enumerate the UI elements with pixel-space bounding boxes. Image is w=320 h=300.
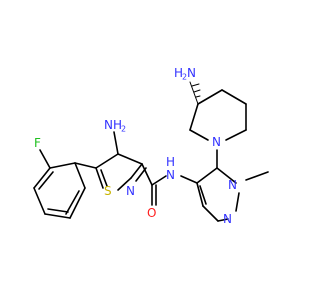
thiazole-n-label: N [126, 184, 135, 198]
amine-label-n: N [187, 66, 196, 80]
amide-n-label: N [166, 168, 175, 182]
carbonyl-o-label: O [147, 206, 156, 220]
pyrazole-n2-label: N [223, 212, 232, 226]
structure-svg: H 2 N N N N N H O S N NH 2 F [33, 66, 269, 226]
pyrazole-n1-label: N [228, 178, 237, 192]
thiazole-s-label: S [104, 184, 112, 198]
atom-labels: H 2 N N N N N H O S N NH 2 F [34, 66, 237, 226]
side-amine-label: NH [104, 118, 122, 132]
fluorine-label: F [34, 136, 41, 150]
amine-label-h: H [174, 66, 183, 80]
molecule-drawing: H 2 N N N N N H O S N NH 2 F [33, 66, 269, 226]
bonds [33, 81, 269, 222]
side-amine-sub: 2 [121, 125, 126, 134]
amide-h-label: H [166, 155, 175, 169]
amine-label-sub: 2 [182, 73, 187, 82]
piperidine-n-label: N [212, 135, 221, 149]
